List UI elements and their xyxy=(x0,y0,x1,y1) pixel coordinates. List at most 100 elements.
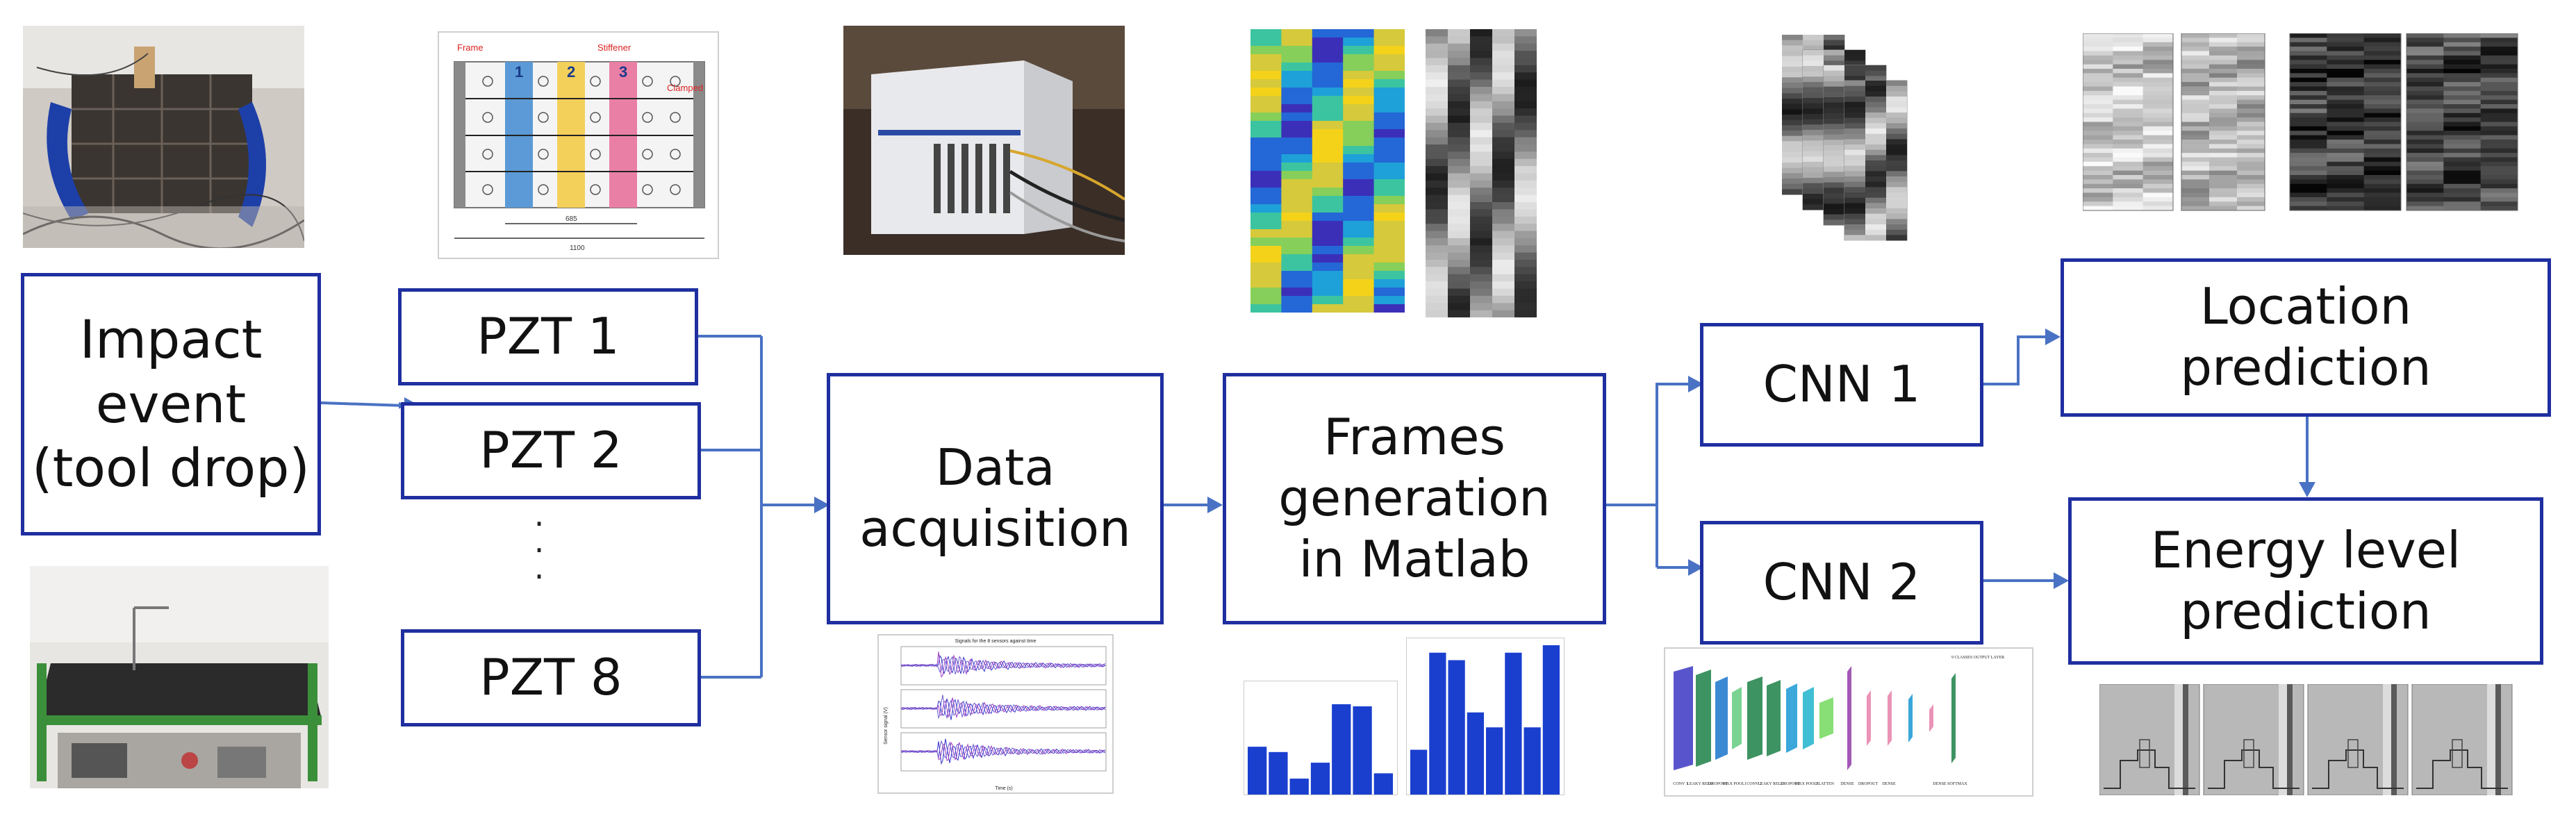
heat-cell xyxy=(1492,29,1515,37)
heat-cell xyxy=(1281,213,1313,222)
heatmap-frame-gray xyxy=(1426,29,1537,317)
heat-cell xyxy=(1312,138,1344,147)
heat-cell xyxy=(1492,281,1515,289)
heat-cell xyxy=(1492,173,1515,181)
cnn-layer-block xyxy=(1732,687,1742,749)
energy-level-prediction-label: Energy level prediction xyxy=(2150,520,2461,640)
heat-cell xyxy=(1492,115,1515,124)
heat-cell xyxy=(1470,194,1493,203)
heat-cell xyxy=(1470,252,1493,260)
heat-cell xyxy=(1312,171,1344,180)
heat-cell xyxy=(1448,194,1471,203)
heat-cell xyxy=(1514,72,1537,81)
heat-cell xyxy=(1470,144,1493,152)
heat-cell xyxy=(1281,279,1313,288)
heat-cell xyxy=(1312,179,1344,188)
heat-cell xyxy=(1514,281,1537,289)
heat-cell xyxy=(1373,138,1405,147)
heat-cell xyxy=(1373,71,1405,80)
label-stiffener: Stiffener xyxy=(597,42,631,53)
heat-cell xyxy=(1312,196,1344,205)
cnn-layer-label: DENSE xyxy=(1882,782,1896,786)
heat-cell xyxy=(1514,274,1537,282)
heat-cell xyxy=(1343,38,1375,47)
heat-cell xyxy=(1250,154,1282,163)
heat-cell xyxy=(1470,274,1493,282)
heat-cell xyxy=(1343,46,1375,55)
heat-cell xyxy=(1343,221,1375,230)
heat-cell xyxy=(1426,238,1448,246)
heat-cell xyxy=(1250,46,1282,55)
signal-trace xyxy=(900,695,1106,720)
cnn-layer-label: FLATTEN xyxy=(1816,782,1835,786)
heat-cell xyxy=(1426,274,1448,282)
frames-generation-label: Frames generation in Matlab xyxy=(1278,408,1551,588)
heat-cell xyxy=(1470,94,1493,102)
histogram-bar xyxy=(1524,727,1541,795)
heat-cell xyxy=(1492,202,1515,210)
heat-cell xyxy=(1470,267,1493,275)
heat-cell xyxy=(1470,101,1493,109)
heat-cell xyxy=(1426,245,1448,254)
cnn-layer-block xyxy=(1767,680,1781,756)
heat-cell xyxy=(1250,221,1282,230)
cnn1-label: CNN 1 xyxy=(1762,355,1921,414)
heat-cell xyxy=(1470,158,1493,167)
heat-cell xyxy=(1343,121,1375,130)
heat-cell xyxy=(1470,202,1493,210)
panel-schematic: Frame Stiffener Clamped 1 2 3 685 1100 xyxy=(438,31,719,259)
heat-cell xyxy=(1448,101,1471,109)
heat-cell xyxy=(1373,146,1405,155)
histogram-bar xyxy=(1410,749,1428,795)
heat-cell xyxy=(1373,129,1405,138)
heat-cell xyxy=(1492,224,1515,231)
heat-cell xyxy=(1514,137,1537,145)
heat-cell xyxy=(1426,267,1448,275)
histogram-bar xyxy=(1248,747,1267,795)
location-prediction-label: Location prediction xyxy=(2180,277,2431,397)
heat-cell xyxy=(1250,29,1282,38)
heat-cell xyxy=(1281,138,1313,147)
heat-cell xyxy=(1514,188,1537,196)
energy-frames xyxy=(2099,684,2516,795)
heat-cell xyxy=(1448,94,1471,102)
heat-cell xyxy=(1426,303,1448,311)
heat-cell xyxy=(1281,29,1313,38)
heat-cell xyxy=(1373,46,1405,55)
heat-cell xyxy=(1448,245,1471,254)
impact-event-label: Impact event (tool drop) xyxy=(32,308,310,499)
heat-cell xyxy=(1448,43,1471,51)
heat-cell xyxy=(1343,296,1375,305)
heat-cell xyxy=(1343,171,1375,180)
heat-cell xyxy=(1312,229,1344,238)
heat-cell xyxy=(1426,137,1448,145)
rig-photo-bottom xyxy=(30,566,329,788)
pzt8-box: PZT 8 xyxy=(401,629,701,726)
heat-cell xyxy=(1448,72,1471,81)
heat-cell xyxy=(1426,79,1448,88)
heat-cell xyxy=(1312,263,1344,272)
heat-cell xyxy=(1281,163,1313,172)
histogram-2 xyxy=(1406,638,1564,795)
heat-cell xyxy=(1343,146,1375,155)
heat-cell xyxy=(1250,304,1282,313)
arrow-cnn1-to-location xyxy=(1983,335,2051,385)
heat-cell xyxy=(1448,108,1471,116)
heat-cell xyxy=(1514,216,1537,224)
heat-cell xyxy=(1426,231,1448,239)
heat-cell xyxy=(1250,71,1282,80)
heat-cell xyxy=(1492,130,1515,138)
cnn-layer-block xyxy=(1888,690,1892,746)
heat-cell xyxy=(1373,221,1405,230)
heat-cell xyxy=(1492,238,1515,246)
cnn-layer-label: DROPOUT xyxy=(1708,782,1728,786)
heat-cell xyxy=(1281,88,1313,97)
energy-level-prediction-box: Energy level prediction xyxy=(2068,497,2543,665)
daq-photo xyxy=(843,26,1125,255)
heat-cell xyxy=(1343,271,1375,280)
heat-cell xyxy=(1448,137,1471,145)
label-bay-3: 3 xyxy=(619,63,627,81)
heat-cell xyxy=(1373,296,1405,305)
pzt8-label: PZT 8 xyxy=(479,648,622,707)
